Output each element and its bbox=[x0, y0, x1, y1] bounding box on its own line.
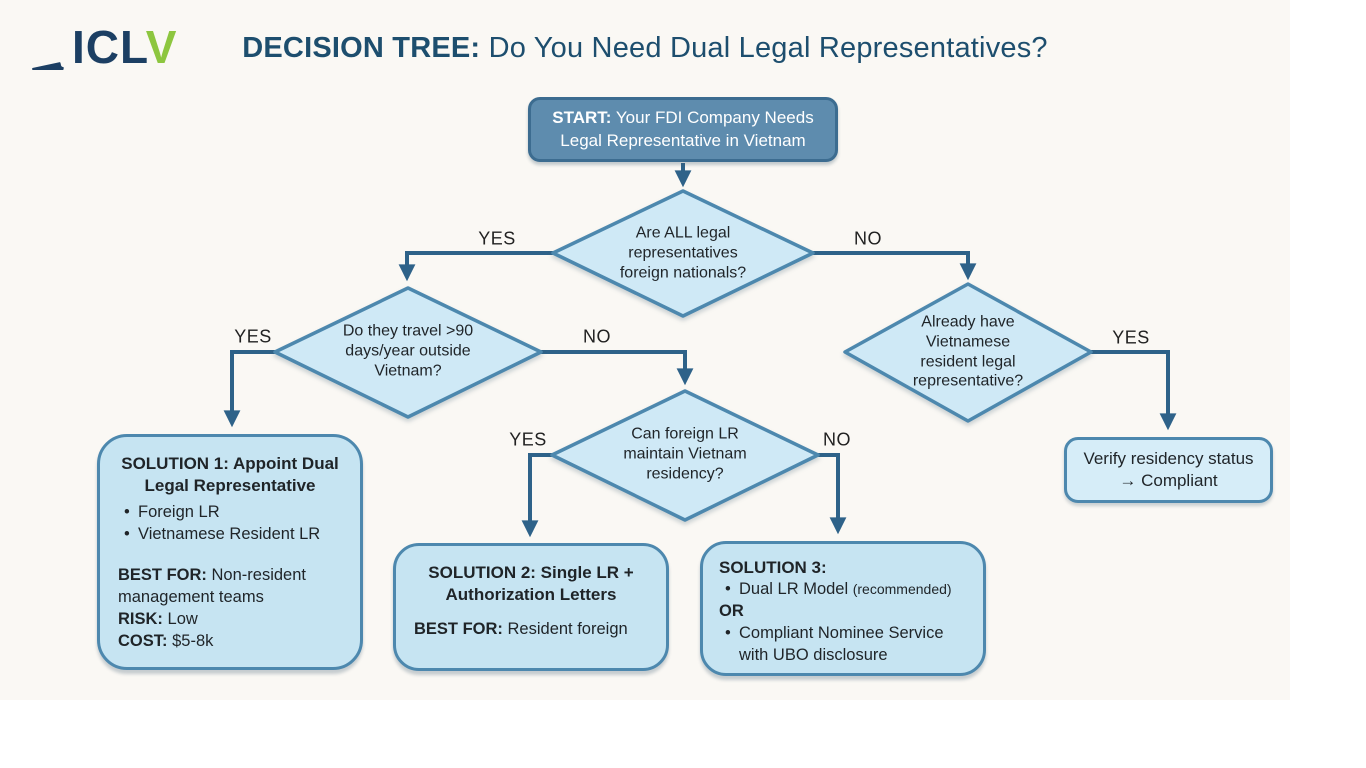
connector-d3-no-to-solution3 bbox=[814, 453, 847, 535]
spacer bbox=[414, 611, 648, 619]
field-value: Non-resident management teams bbox=[118, 566, 306, 607]
diamond-travel-90-days bbox=[273, 286, 543, 419]
bullet-note: (recommended) bbox=[852, 581, 952, 598]
diamond-text-all-foreign-nationals: Are ALL legal representatives foreign na… bbox=[619, 224, 747, 281]
branch-label-d1-no: NO bbox=[854, 228, 882, 249]
solution-1-bullet-2: Vietnamese Resident LR bbox=[118, 524, 342, 546]
page-title-rest: Do You Need Dual Legal Representatives? bbox=[488, 32, 1048, 64]
bullet-text: Dual LR Model bbox=[739, 580, 849, 599]
page-title: DECISION TREE: Do You Need Dual Legal Re… bbox=[0, 32, 1290, 65]
field-label: BEST FOR: bbox=[118, 566, 207, 585]
iclv-logo: ICLV bbox=[26, 24, 177, 70]
spacer bbox=[118, 545, 342, 565]
field-label: RISK: bbox=[118, 609, 163, 628]
diamond-text-already-have-resident-lr: Already have Vietnamese resident legal r… bbox=[912, 313, 1024, 390]
solution-3-title: SOLUTION 3: bbox=[719, 558, 827, 577]
fan-icon bbox=[32, 62, 64, 70]
solution-1-title: SOLUTION 1: Appoint Dual Legal Represent… bbox=[121, 454, 339, 496]
solution-1-bullet-1: Foreign LR bbox=[118, 502, 342, 524]
solution-2-box: SOLUTION 2: Single LR + Authorization Le… bbox=[393, 543, 669, 671]
connector-d2-yes-to-solution1 bbox=[223, 350, 280, 428]
diamond-text-maintain-residency: Can foreign LR maintain Vietnam residenc… bbox=[623, 425, 747, 482]
connector-d1-yes-to-d2 bbox=[398, 251, 556, 282]
branch-label-d2-no: NO bbox=[583, 326, 611, 347]
solution-3-bullet-2: Compliant Nominee Service with UBO discl… bbox=[719, 623, 967, 667]
branch-label-d4-yes: YES bbox=[1112, 327, 1150, 348]
diamond-already-have-resident-lr bbox=[843, 282, 1093, 423]
field-label: COST: bbox=[118, 631, 168, 650]
branch-label-d2-yes: YES bbox=[234, 326, 272, 347]
connector-d1-no-to-d4 bbox=[810, 251, 977, 281]
field-value: Low bbox=[167, 609, 198, 628]
logo-text: ICLV bbox=[72, 24, 177, 70]
solution-3-or-label: OR bbox=[719, 602, 744, 621]
diamond-all-foreign-nationals bbox=[551, 189, 815, 318]
solution-1-best-for: BEST FOR: Non-resident management teams bbox=[118, 565, 342, 609]
solution-3-bullet-1: Dual LR Model (recommended) bbox=[719, 579, 967, 601]
branch-label-d1-yes: YES bbox=[478, 228, 516, 249]
start-node-text: START: Your FDI Company Needs Legal Repr… bbox=[541, 107, 825, 153]
page-title-bold: DECISION TREE: bbox=[242, 32, 481, 64]
logo-text-accent: V bbox=[145, 21, 178, 73]
logo-text-primary: ICL bbox=[72, 21, 146, 73]
start-label-rest: Your FDI Company Needs Legal Representat… bbox=[560, 107, 814, 150]
outcome-text: Verify residency status → Compliant bbox=[1083, 448, 1254, 490]
solution-1-box: SOLUTION 1: Appoint Dual Legal Represent… bbox=[97, 434, 363, 670]
field-label: BEST FOR: bbox=[414, 619, 503, 638]
diamond-maintain-residency bbox=[550, 389, 820, 522]
connector-d2-no-to-d3 bbox=[540, 350, 694, 386]
diamond-text-travel-90-days: Do they travel >90 days/year outside Vie… bbox=[342, 322, 474, 379]
start-label-bold: START: bbox=[552, 107, 612, 127]
solution-1-risk: RISK: Low bbox=[118, 609, 342, 631]
solution-1-cost: COST: $5-8k bbox=[118, 631, 342, 653]
connector-d3-yes-to-solution2 bbox=[521, 453, 557, 538]
branch-label-d3-no: NO bbox=[823, 429, 851, 450]
field-value: Resident foreign bbox=[507, 619, 628, 638]
solution-2-title: SOLUTION 2: Single LR + Authorization Le… bbox=[428, 563, 634, 605]
start-node: START: Your FDI Company Needs Legal Repr… bbox=[528, 97, 838, 162]
decision-diamonds bbox=[273, 189, 1093, 522]
solution-2-best-for: BEST FOR: Resident foreign bbox=[414, 619, 648, 641]
connector-d4-yes-to-outcome bbox=[1087, 350, 1177, 431]
connectors bbox=[223, 163, 1177, 538]
outcome-box: Verify residency status → Compliant bbox=[1064, 437, 1273, 503]
solution-3-box: SOLUTION 3: Dual LR Model (recommended) … bbox=[700, 541, 986, 676]
branch-label-d3-yes: YES bbox=[509, 429, 547, 450]
field-value: $5-8k bbox=[172, 631, 214, 650]
